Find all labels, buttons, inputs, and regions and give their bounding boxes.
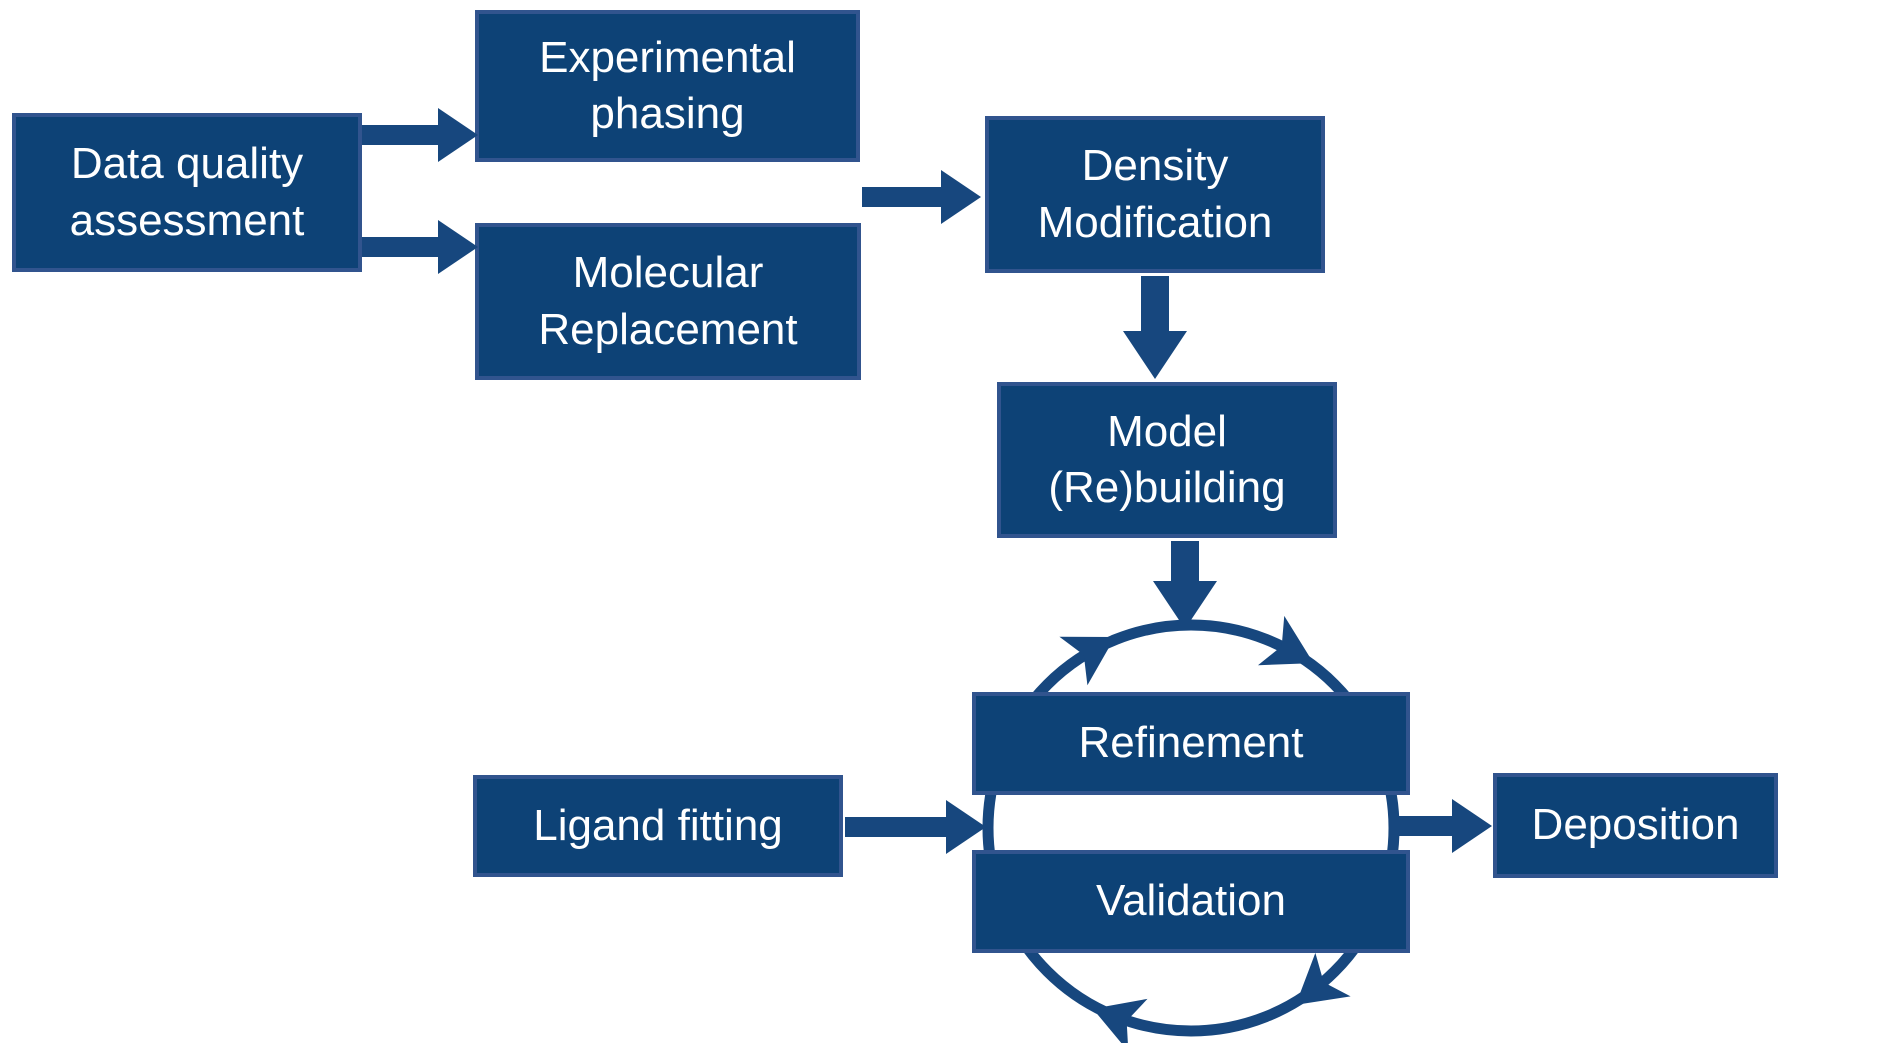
cycle-arrowhead-bottom-left-icon — [1092, 998, 1148, 1043]
cycle-arrowhead-top-right-icon — [1257, 615, 1314, 666]
node-experimental-phasing-label: Experimental phasing — [539, 32, 796, 138]
node-data-quality-assessment-label: Data quality assessment — [69, 139, 305, 245]
arrow-density-to-model-icon — [1123, 276, 1187, 379]
node-validation: Validation — [972, 850, 1410, 953]
node-validation-label: Validation — [1096, 876, 1286, 926]
arrow-model-to-cycle-icon — [1153, 541, 1217, 629]
node-deposition-label: Deposition — [1531, 800, 1740, 850]
node-refinement: Refinement — [972, 692, 1410, 795]
node-model-rebuilding: Model (Re)building — [997, 382, 1337, 538]
node-data-quality-assessment: Data quality assessment — [12, 113, 362, 272]
cycle-circle — [982, 619, 1400, 1037]
node-deposition: Deposition — [1493, 773, 1778, 878]
cycle-arrowhead-top-left-icon — [1059, 636, 1115, 686]
node-refinement-label: Refinement — [1078, 718, 1304, 768]
node-experimental-phasing: Experimental phasing — [475, 10, 860, 162]
arrow-cycle-to-deposition-icon — [1398, 799, 1492, 853]
node-ligand-fitting-label: Ligand fitting — [533, 800, 783, 850]
arrow-ligand-to-cycle-icon — [845, 800, 986, 854]
node-molecular-replacement-label: Molecular Replacement — [538, 248, 798, 354]
arrow-dqa-to-molecular-icon — [362, 220, 478, 274]
arrow-phasing-to-density-icon — [862, 170, 981, 224]
node-ligand-fitting: Ligand fitting — [473, 775, 843, 877]
node-model-rebuilding-label: Model (Re)building — [1048, 406, 1286, 512]
arrow-dqa-to-experimental-icon — [362, 108, 478, 162]
node-molecular-replacement: Molecular Replacement — [475, 223, 861, 380]
cycle-arrowhead-bottom-right-icon — [1295, 952, 1351, 1005]
node-density-modification: Density Modification — [985, 116, 1325, 273]
node-density-modification-label: Density Modification — [1037, 141, 1273, 247]
